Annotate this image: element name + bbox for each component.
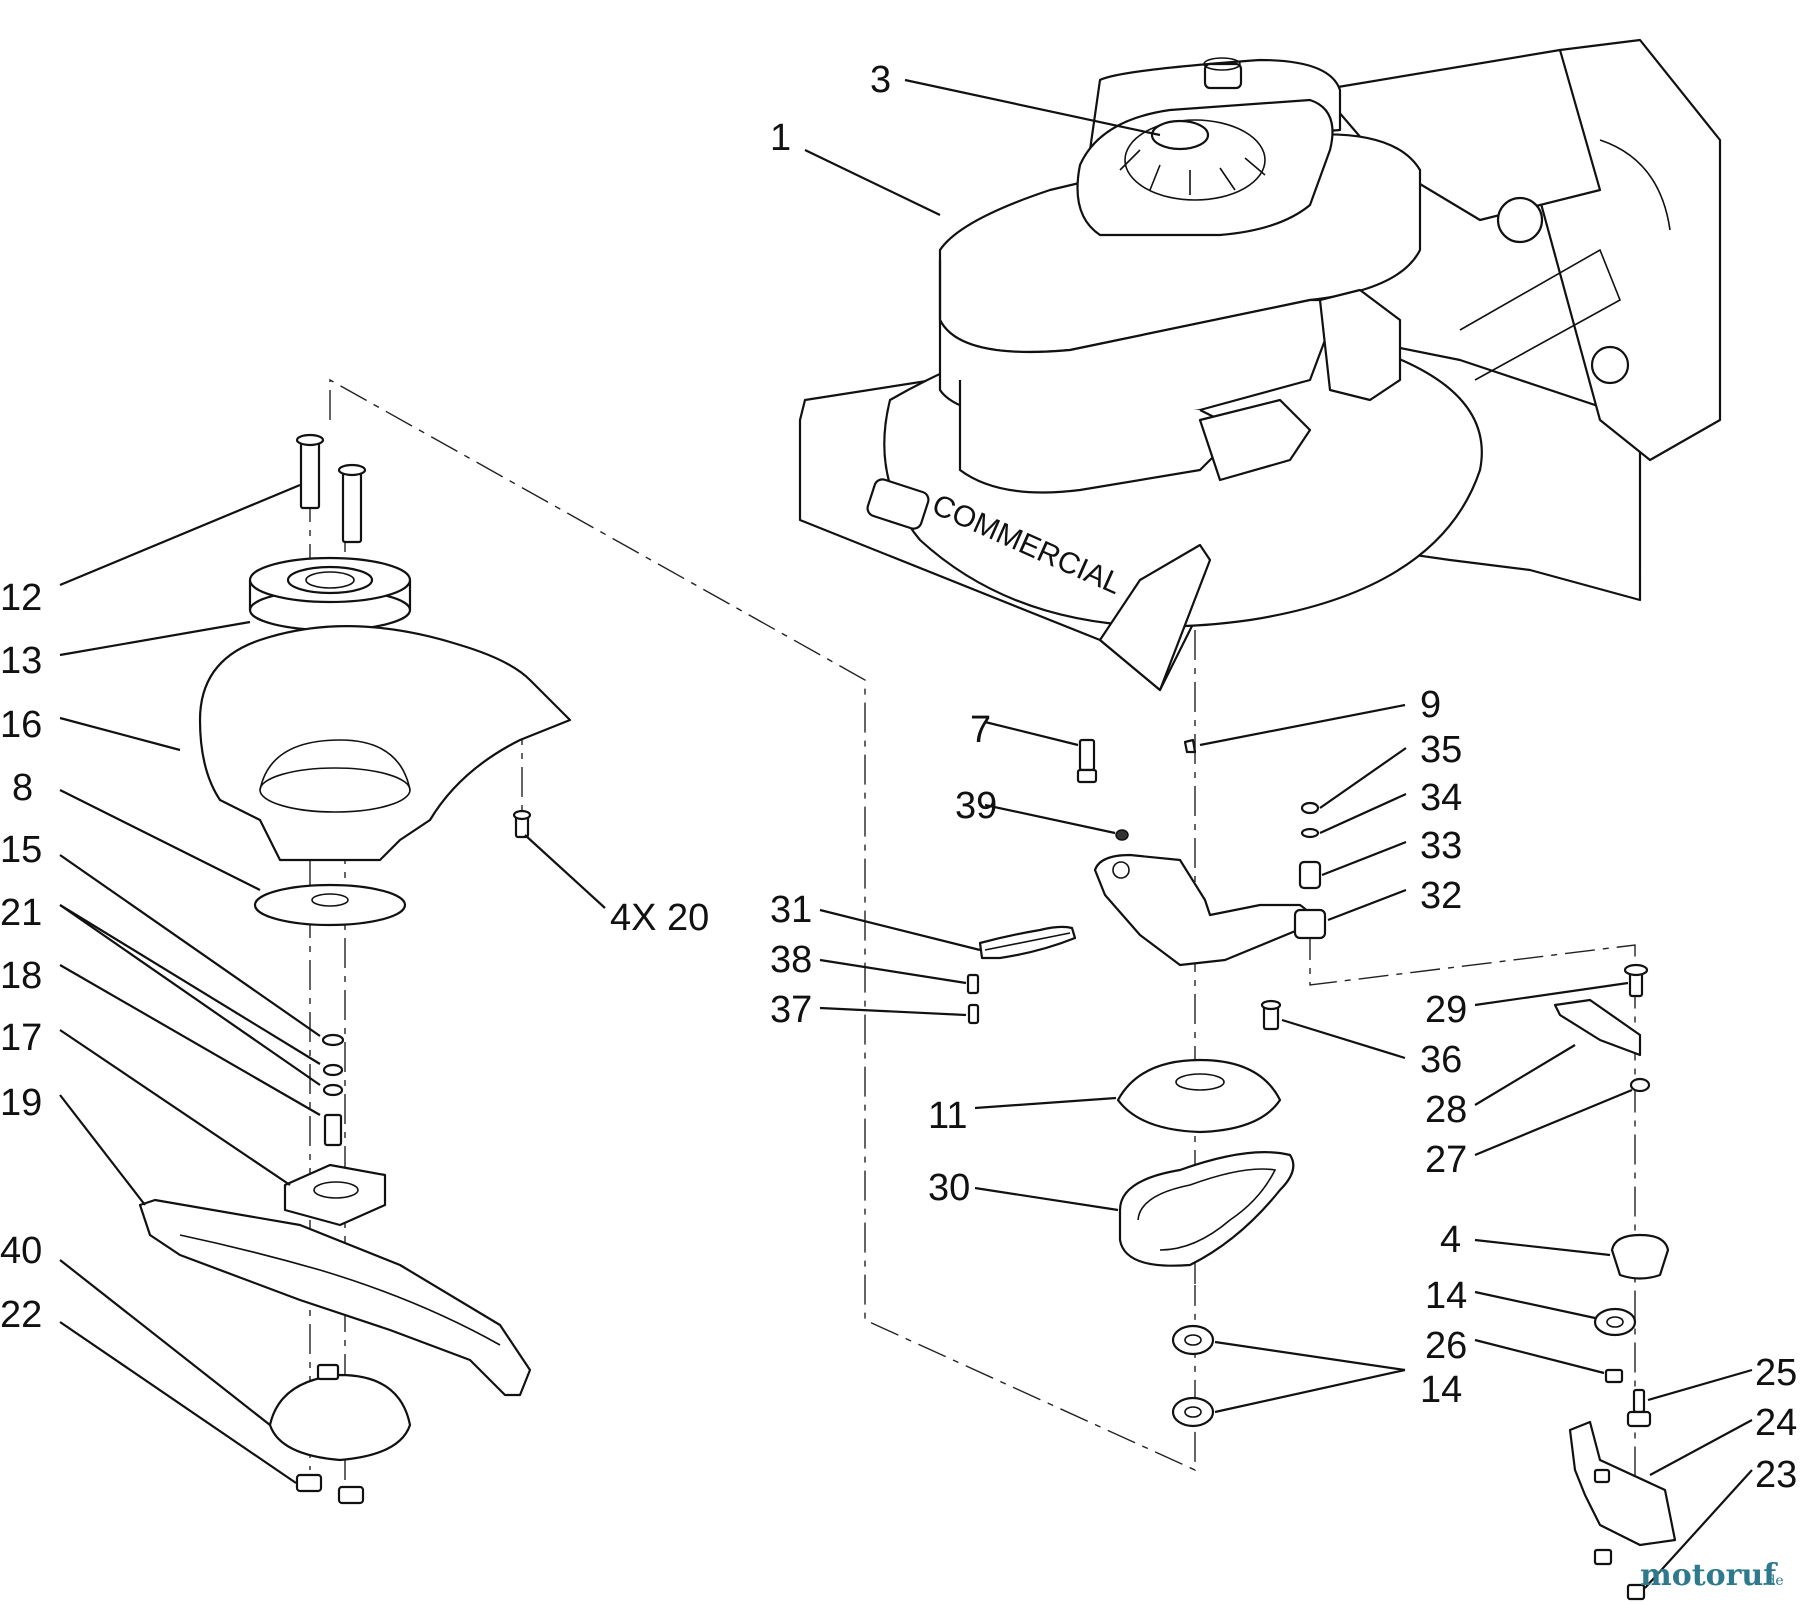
callout-35: 35 bbox=[1420, 729, 1462, 771]
callout-18: 18 bbox=[0, 955, 42, 997]
callout-36: 36 bbox=[1420, 1039, 1462, 1081]
recoil-starter bbox=[1076, 98, 1334, 237]
small-parts-33-35 bbox=[1115, 801, 1322, 890]
nut-26 bbox=[1604, 1368, 1624, 1384]
callout-22: 22 bbox=[0, 1294, 42, 1336]
spring-31 bbox=[978, 925, 1077, 960]
idler-arm-32 bbox=[1093, 853, 1327, 967]
pulley-11 bbox=[1116, 1058, 1282, 1134]
pulley-13 bbox=[248, 556, 412, 632]
cup-4 bbox=[1610, 1233, 1670, 1280]
bolt-36 bbox=[1260, 999, 1282, 1031]
stud-25 bbox=[1626, 1388, 1652, 1428]
callout-7: 7 bbox=[970, 709, 991, 751]
callout-4: 4 bbox=[1440, 1219, 1461, 1261]
bearing-15 bbox=[321, 1033, 345, 1147]
callout-23: 23 bbox=[1755, 1454, 1797, 1496]
callout-19: 19 bbox=[0, 1082, 42, 1124]
callout-32: 32 bbox=[1420, 875, 1462, 917]
bracket-28 bbox=[1553, 998, 1642, 1057]
callout-39: 39 bbox=[955, 785, 997, 827]
callout-11: 11 bbox=[928, 1095, 967, 1137]
screw-20 bbox=[512, 809, 532, 839]
callout-40: 40 bbox=[0, 1230, 42, 1272]
bearing-14-right bbox=[1593, 1307, 1637, 1337]
nuts-23 bbox=[1593, 1548, 1646, 1601]
callout-30: 30 bbox=[928, 1167, 970, 1209]
nuts-22 bbox=[295, 1473, 365, 1505]
bolt-29 bbox=[1623, 963, 1649, 998]
callout-29: 29 bbox=[1425, 989, 1467, 1031]
blade-19 bbox=[138, 1198, 532, 1397]
watermark-name: motoruf bbox=[1640, 1558, 1778, 1593]
callout-31: 31 bbox=[770, 889, 812, 931]
watermark: motoruf .de bbox=[1640, 1558, 1784, 1593]
callout-numbers: 3 1 12 13 16 8 15 21 18 17 19 40 22 4X 2… bbox=[0, 59, 1797, 1496]
callout-21: 21 bbox=[0, 892, 42, 934]
pin-38-37 bbox=[966, 973, 980, 1025]
spacer-8 bbox=[253, 883, 407, 927]
leader-lines bbox=[59, 78, 1753, 1589]
callout-37: 37 bbox=[770, 989, 812, 1031]
callout-24: 24 bbox=[1755, 1402, 1797, 1444]
key-9 bbox=[1183, 738, 1197, 754]
callout-33: 33 bbox=[1420, 825, 1462, 867]
shroud-16 bbox=[198, 625, 572, 862]
callout-17: 17 bbox=[0, 1017, 42, 1059]
bearings-14-center bbox=[1171, 1324, 1215, 1428]
callout-14-center: 14 bbox=[1420, 1369, 1462, 1411]
callout-38: 38 bbox=[770, 939, 812, 981]
callout-34: 34 bbox=[1420, 777, 1462, 819]
blade-plate-40 bbox=[268, 1363, 412, 1462]
callout-26: 26 bbox=[1425, 1325, 1467, 1367]
callout-14-right: 14 bbox=[1425, 1275, 1467, 1317]
bracket-24 bbox=[1568, 1420, 1677, 1547]
watermark-suffix: .de bbox=[1762, 1573, 1784, 1589]
callout-4x20: 4X 20 bbox=[610, 897, 709, 939]
belt-30 bbox=[1118, 1151, 1295, 1267]
bolts-12 bbox=[295, 433, 367, 544]
callout-27: 27 bbox=[1425, 1139, 1467, 1181]
callout-15: 15 bbox=[0, 829, 42, 871]
callout-3: 3 bbox=[870, 59, 891, 101]
blade-adapter-17 bbox=[283, 1163, 387, 1227]
callout-16: 16 bbox=[0, 704, 42, 746]
callout-8: 8 bbox=[12, 767, 33, 809]
callout-9: 9 bbox=[1420, 684, 1441, 726]
callout-12: 12 bbox=[0, 577, 42, 619]
bolt-7 bbox=[1076, 738, 1098, 784]
callout-13: 13 bbox=[0, 640, 42, 682]
callout-25: 25 bbox=[1755, 1352, 1797, 1394]
callout-1: 1 bbox=[770, 117, 791, 159]
callout-28: 28 bbox=[1425, 1089, 1467, 1131]
washer-27 bbox=[1629, 1077, 1651, 1093]
